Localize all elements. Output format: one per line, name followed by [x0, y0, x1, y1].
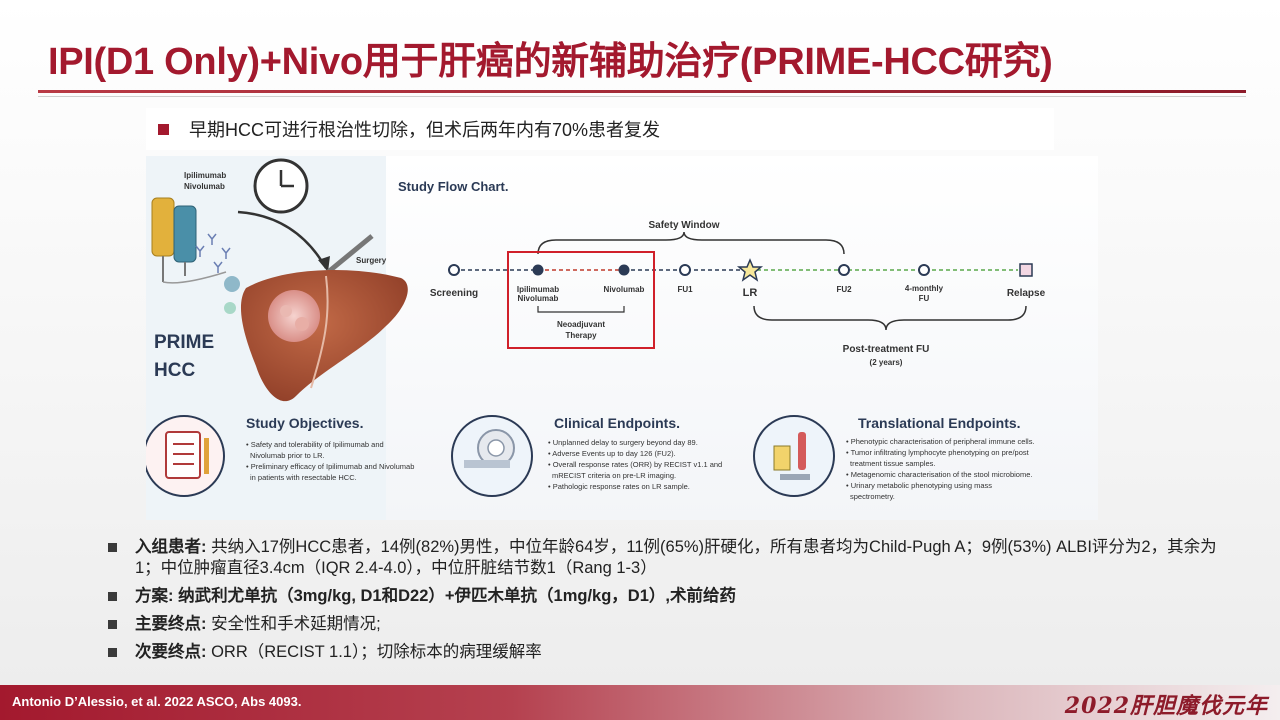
timeline-ipi: Ipilimumab: [517, 285, 559, 294]
tumor-icon: [268, 290, 320, 342]
hcc-label: HCC: [154, 360, 195, 381]
clinical-title: Clinical Endpoints.: [554, 415, 680, 431]
objectives-line: • Safety and tolerability of Ipilimumab …: [246, 440, 384, 449]
translational-line: spectrometry.: [850, 492, 895, 501]
neoadjuvant-label-2: Therapy: [565, 331, 597, 340]
pencil-icon: [204, 438, 209, 474]
post-fu-brace: [753, 305, 1027, 331]
timeline-relapse: Relapse: [1007, 288, 1046, 299]
safety-window-brace: [537, 231, 845, 255]
summary-bullets: 入组患者: 共纳入17例HCC患者，14例(82%)男性，中位年龄64岁，11例…: [108, 537, 1238, 670]
neoadjuvant-bracket: [537, 306, 625, 313]
lr-star-icon: [736, 258, 764, 282]
translational-panel: [753, 415, 835, 497]
bullet-text: 纳武利尤单抗（3mg/kg, D1和D22）+伊匹木单抗（1mg/kg，D1）,…: [173, 587, 736, 605]
bullet-text: ORR（RECIST 1.1）；切除标本的病理缓解率: [206, 643, 542, 661]
page-title: IPI(D1 Only)+Nivo用于肝癌的新辅助治疗(PRIME-HCC研究): [48, 41, 1053, 83]
post-fu-label: Post-treatment FU: [843, 344, 930, 355]
blood-tube-icon: [798, 432, 806, 470]
timeline-screening: Screening: [430, 288, 478, 299]
neoadjuvant-label-1: Neoadjuvant: [557, 320, 605, 329]
timeline-nivo: Nivolumab: [518, 294, 559, 303]
safety-window-label: Safety Window: [648, 220, 719, 231]
timeline-fu2: FU2: [836, 285, 852, 294]
clinical-line: • Pathologic response rates on LR sample…: [548, 482, 690, 491]
bullet-square-icon: [108, 648, 117, 657]
objectives-line: Nivolumab prior to LR.: [250, 451, 325, 460]
bullet-square-icon: [108, 592, 117, 601]
clinical-line: • Adverse Events up to day 126 (FU2).: [548, 449, 676, 458]
bullet-text: 共纳入17例HCC患者，14例(82%)男性，中位年龄64岁，11例(65%)肝…: [135, 538, 1217, 577]
brand-mark: 2022肝胆魔伐元年: [1064, 693, 1268, 719]
timeline-lr: LR: [743, 287, 758, 299]
arrow-icon: [237, 210, 328, 269]
timeline-nivolumab: Nivolumab: [604, 285, 645, 294]
footer-bar: Antonio D’Alessio, et al. 2022 ASCO, Abs…: [0, 685, 1280, 720]
clinical-line: mRECIST criteria on pre-LR imaging.: [552, 471, 676, 480]
translational-line: • Phenotypic characterisation of periphe…: [846, 437, 1035, 446]
translational-title: Translational Endpoints.: [858, 415, 1021, 431]
translational-line: • Tumor infiltrating lymphocyte phenotyp…: [846, 448, 1030, 457]
objectives-line: • Preliminary efficacy of Ipilimumab and…: [246, 462, 414, 471]
flow-chart-title: Study Flow Chart.: [398, 179, 509, 194]
bullet-regimen: 方案: 纳武利尤单抗（3mg/kg, D1和D22）+伊匹木单抗（1mg/kg，…: [108, 586, 1238, 607]
intro-box: 早期HCC可进行根治性切除，但术后两年内有70%患者复发: [146, 108, 1054, 150]
fu1-node: [679, 264, 691, 276]
bullet-text: 安全性和手术延期情况;: [206, 615, 381, 633]
iv-bags-icon: [151, 197, 227, 284]
title-underline: [38, 90, 1246, 93]
citation: Antonio D’Alessio, et al. 2022 ASCO, Abs…: [12, 694, 302, 709]
screening-node: [448, 264, 460, 276]
urine-sample-icon: [773, 445, 791, 471]
bullet-square-icon: [108, 543, 117, 552]
ipi-nivo-node: [532, 264, 544, 276]
translational-line: treatment tissue samples.: [850, 459, 935, 468]
timeline-fu1: FU1: [677, 285, 693, 294]
clock-icon: [253, 158, 309, 214]
clinical-line: • Overall response rates (ORR) by RECIST…: [548, 460, 722, 469]
objectives-panel: [146, 415, 225, 497]
fu2-node: [838, 264, 850, 276]
translational-line: • Metagenomic characterisation of the st…: [846, 470, 1032, 479]
bullet-label: 方案:: [135, 587, 174, 605]
bullet-patients: 入组患者: 共纳入17例HCC患者，14例(82%)男性，中位年龄64岁，11例…: [108, 537, 1238, 579]
bullet-label: 次要终点:: [135, 643, 207, 661]
study-flow-figure: Ipilimumab Nivolumab Surgery PRIME HCC S…: [146, 156, 1098, 520]
post-fu-years: (2 years): [870, 358, 903, 367]
monthly-fu-node: [918, 264, 930, 276]
drug-label-ipi: Ipilimumab: [184, 171, 226, 180]
drug-label-nivo: Nivolumab: [184, 182, 225, 191]
bullet-primary-endpoint: 主要终点: 安全性和手术延期情况;: [108, 614, 1238, 635]
objectives-line: in patients with resectable HCC.: [250, 473, 357, 482]
prime-label: PRIME: [154, 332, 214, 353]
translational-line: • Urinary metabolic phenotyping using ma…: [846, 481, 992, 490]
bullet-secondary-endpoint: 次要终点: ORR（RECIST 1.1）；切除标本的病理缓解率: [108, 642, 1238, 663]
intro-text: 早期HCC可进行根治性切除，但术后两年内有70%患者复发: [189, 120, 661, 140]
bullet-square-icon: [158, 123, 169, 135]
timeline-monthly-2: FU: [919, 294, 930, 303]
surgery-label: Surgery: [356, 256, 387, 265]
objectives-title: Study Objectives.: [246, 415, 363, 431]
timeline-monthly-1: 4-monthly: [905, 284, 944, 293]
bullet-label: 入组患者:: [135, 538, 207, 556]
clinical-line: • Unplanned delay to surgery beyond day …: [548, 438, 698, 447]
clinical-panel: [451, 415, 533, 497]
highlight-box: [507, 251, 655, 349]
bullet-square-icon: [108, 620, 117, 629]
relapse-node: [1019, 263, 1033, 277]
antibody-icon: [195, 233, 231, 273]
nivolumab-node: [618, 264, 630, 276]
title-underline-thin: [38, 96, 1246, 97]
bullet-label: 主要终点:: [135, 615, 207, 633]
